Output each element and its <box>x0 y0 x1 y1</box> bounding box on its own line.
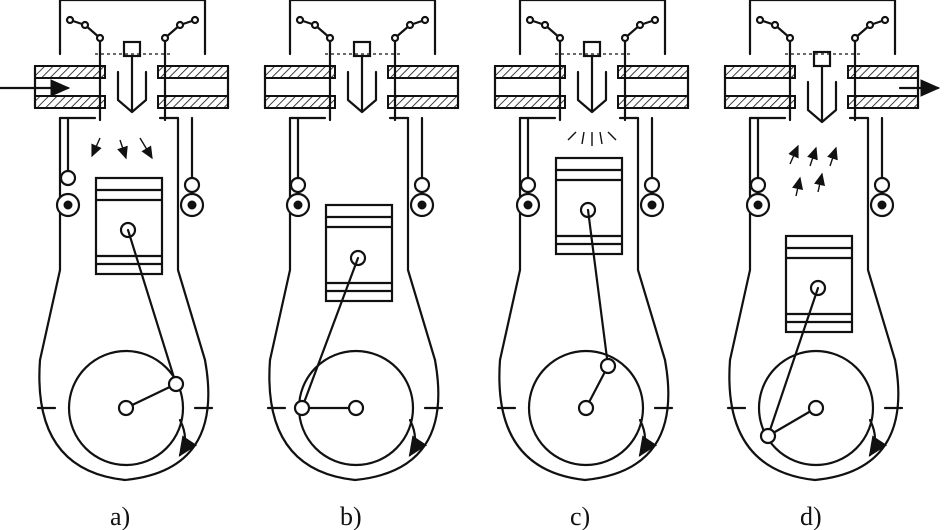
panel-label: c) <box>570 502 590 530</box>
panel-label: d) <box>800 502 822 530</box>
panel-b: b) <box>263 0 460 530</box>
panel-label: a) <box>110 502 130 530</box>
panel-c: c) <box>493 0 690 530</box>
panel-a: a) <box>0 0 230 530</box>
panel-label: b) <box>340 502 362 530</box>
panel-d: d) <box>723 0 941 530</box>
